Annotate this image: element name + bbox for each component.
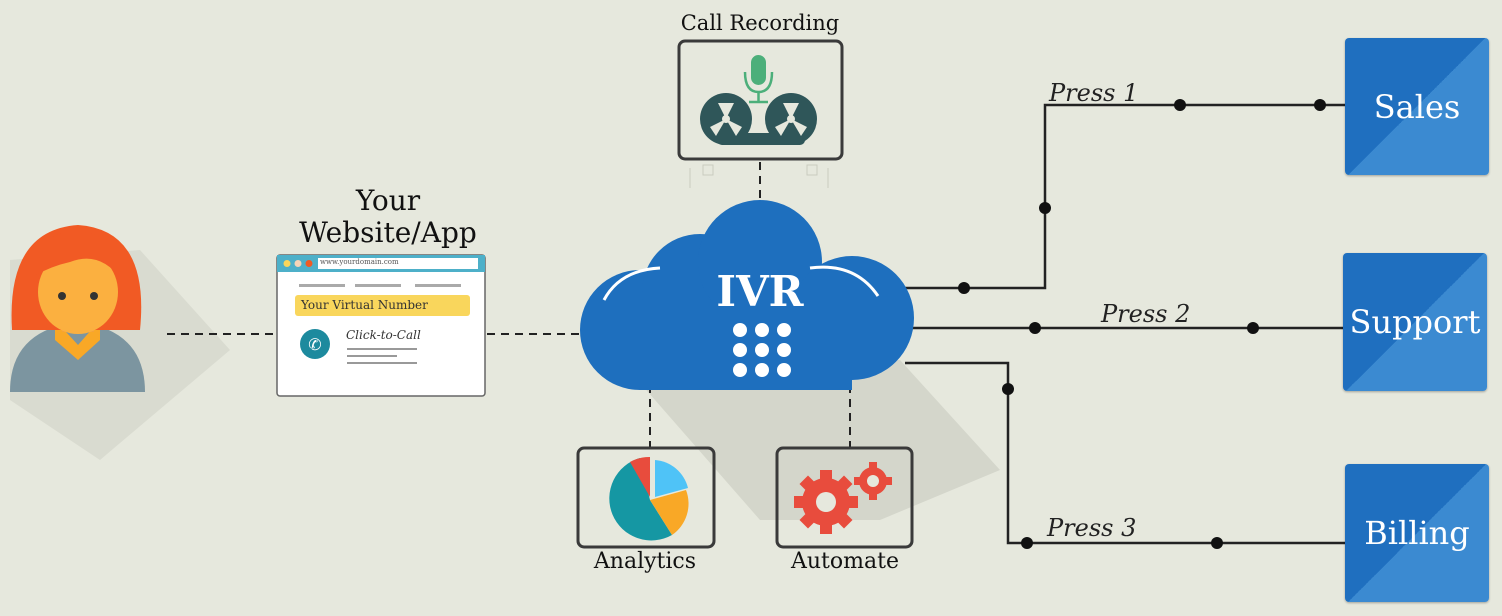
call-recording-label: Call Recording bbox=[680, 11, 840, 35]
press-1-label: Press 1 bbox=[1049, 79, 1139, 107]
virtual-number-label: Your Virtual Number bbox=[301, 298, 428, 312]
pie-chart-icon bbox=[609, 456, 689, 541]
microphone-icon bbox=[743, 55, 774, 104]
caller-avatar bbox=[10, 225, 145, 392]
click-to-call-label: Click-to-Call bbox=[346, 328, 421, 342]
press-3-label: Press 3 bbox=[1047, 514, 1137, 542]
analytics-label: Analytics bbox=[593, 549, 697, 574]
route-nodes bbox=[958, 99, 1326, 549]
website-title-line1: Your bbox=[355, 184, 421, 217]
gears-icon bbox=[794, 462, 892, 534]
website-window: ✆ bbox=[276, 254, 486, 397]
ivr-label: IVR bbox=[716, 267, 804, 316]
automate-label: Automate bbox=[791, 549, 899, 574]
support-box: Support bbox=[1343, 253, 1487, 391]
billing-box: Billing bbox=[1345, 464, 1489, 602]
automate-box bbox=[775, 446, 914, 549]
website-title-line2: Website/App bbox=[299, 216, 477, 249]
dashed-connectors bbox=[167, 162, 851, 447]
keypad-icon bbox=[733, 323, 791, 377]
svg-text:✆: ✆ bbox=[308, 335, 321, 354]
analytics-box bbox=[576, 446, 716, 549]
website-url: www.yourdomain.com bbox=[320, 258, 399, 266]
press-2-label: Press 2 bbox=[1101, 300, 1191, 328]
tape-reels-icon bbox=[700, 93, 817, 145]
ivr-cloud bbox=[580, 200, 914, 390]
sales-box: Sales bbox=[1345, 38, 1489, 175]
cloud-shadow bbox=[620, 360, 1000, 520]
call-recording-box bbox=[677, 39, 844, 188]
routing-lines bbox=[900, 103, 1345, 545]
